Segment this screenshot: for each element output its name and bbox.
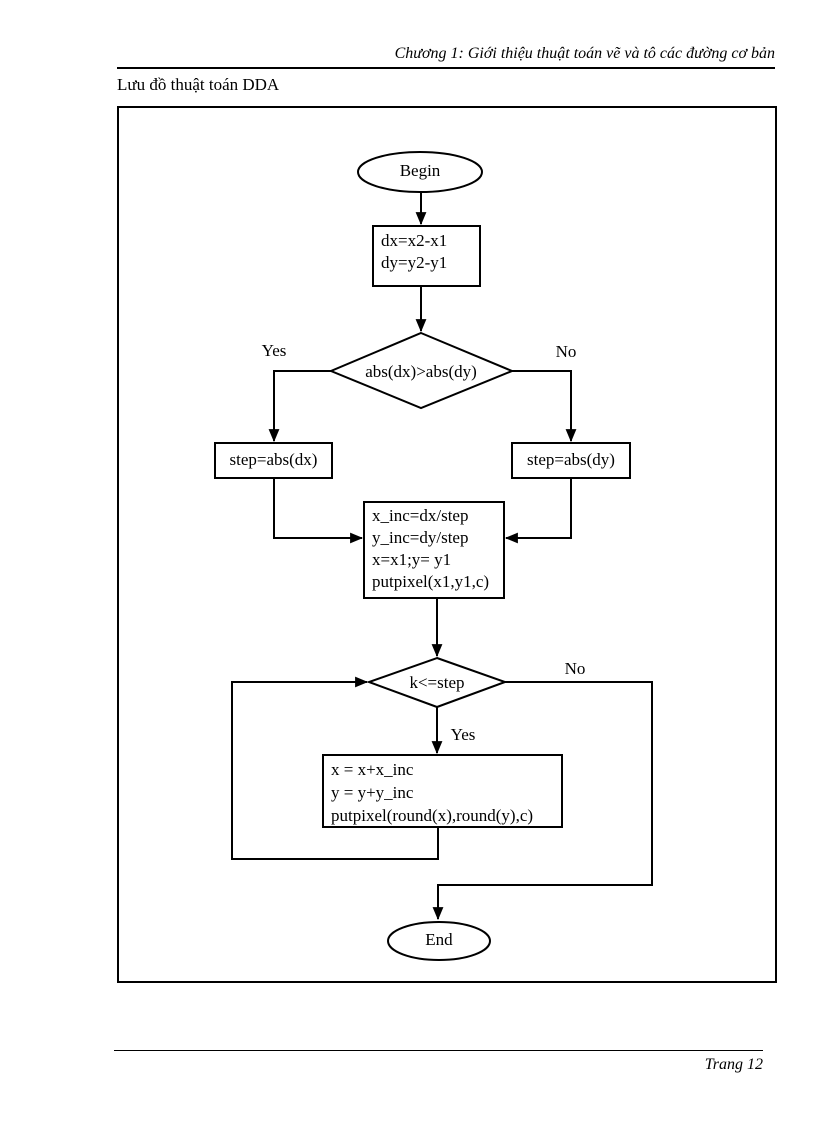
update-box-text: x = x+x_inc y = y+y_inc putpixel(round(x… [331,758,533,827]
connector-stepdy-to-setup [504,478,572,544]
update-box-line: y = y+y_inc [331,783,414,802]
flowchart-border [117,106,777,983]
decision-abs-label: abs(dx)>abs(dy) [365,362,477,381]
flowchart-title: Lưu đồ thuật toán DDA [117,75,280,94]
setup-box-text: x_inc=dx/step y_inc=dy/step x=x1;y= y1 p… [372,505,489,593]
step-dy-label: step=abs(dy) [527,450,615,469]
update-process-box [322,754,563,828]
decision-loop-diamond [366,656,508,709]
update-box-line: x = x+x_inc [331,760,414,779]
header-chapter-title: Chương 1: Giới thiệu thuật toán vẽ và tô… [117,44,775,69]
step-dx-box [214,442,333,479]
connector-no-to-stepdy [511,370,577,443]
setup-process-box [363,501,505,599]
init-box-line: dy=y2-y1 [381,253,448,272]
setup-box-line: x_inc=dx/step [372,506,469,525]
step-dx-label: step=abs(dx) [229,450,318,469]
update-box-line: putpixel(round(x),round(y),c) [331,806,534,825]
setup-box-line: y_inc=dy/step [372,528,469,547]
setup-box-line: putpixel(x1,y1,c) [372,572,490,591]
decision-abs-yes-label: Yes [261,341,287,360]
connector-no-to-end [432,681,653,921]
init-process-box [372,225,481,287]
step-dy-box [511,442,631,479]
connector-yes-to-stepdx [268,370,331,443]
connector-stepdx-to-setup [273,478,364,544]
begin-label: Begin [399,161,441,180]
init-box-line: dx=x2-x1 [381,231,448,250]
footer-page-number: Trang 12 [114,1050,763,1075]
decision-loop-label: k<=step [409,673,465,692]
begin-terminator [357,151,483,193]
end-terminator [387,921,491,961]
decision-loop-no-label: No [564,659,586,678]
setup-box-line: x=x1;y= y1 [372,550,452,569]
end-label: End [425,930,453,949]
decision-abs-no-label: No [555,342,577,361]
init-box-text: dx=x2-x1 dy=y2-y1 [381,230,447,274]
connector-loop-back [231,676,439,860]
decision-loop-yes-label: Yes [450,725,476,744]
decision-abs-diamond [328,331,515,410]
